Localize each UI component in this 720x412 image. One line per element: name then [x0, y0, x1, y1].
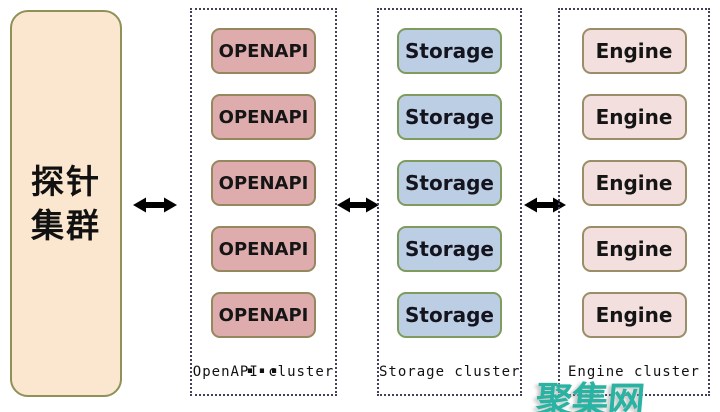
storage-node: Storage [397, 226, 502, 272]
bidirectional-arrow-openapi-storage-icon [337, 196, 381, 214]
storage-node: Storage [397, 292, 502, 338]
engine-cluster-caption: Engine cluster [567, 364, 700, 380]
openapi-node: OPENAPI [211, 160, 316, 206]
engine-node: Engine [581, 160, 687, 206]
engine-node: Engine [581, 292, 687, 338]
storage-node: Storage [397, 160, 502, 206]
openapi-cluster-caption: OpenAPI cluster [192, 364, 335, 380]
storage-node: Storage [397, 94, 502, 140]
storage-cluster-caption: Storage cluster [379, 364, 521, 380]
openapi-node: OPENAPI [211, 94, 316, 140]
probe-cluster-label: 探针 集群 [31, 160, 101, 247]
probe-cluster-node: 探针 集群 [10, 10, 122, 397]
bidirectional-arrow-storage-engine-icon [524, 196, 568, 214]
bidirectional-arrow-probe-openapi-icon [133, 196, 177, 214]
engine-node: Engine [581, 226, 687, 272]
probe-label-line-2: 集群 [31, 205, 101, 245]
storage-cluster-container: Storage Storage Storage Storage Storage … [377, 8, 522, 396]
openapi-node: OPENAPI [211, 226, 316, 272]
watermark-logo: 聚集网 [533, 379, 646, 412]
probe-label-line-1: 探针 [31, 161, 101, 201]
openapi-node: OPENAPI [211, 28, 316, 74]
engine-cluster-container: Engine Engine Engine Engine Engine Engin… [558, 8, 710, 396]
engine-node: Engine [581, 94, 687, 140]
openapi-cluster-container: OPENAPI OPENAPI OPENAPI OPENAPI OPENAPI … [190, 8, 337, 396]
openapi-node: OPENAPI [211, 292, 316, 338]
engine-node: Engine [581, 28, 687, 74]
storage-node: Storage [397, 28, 502, 74]
